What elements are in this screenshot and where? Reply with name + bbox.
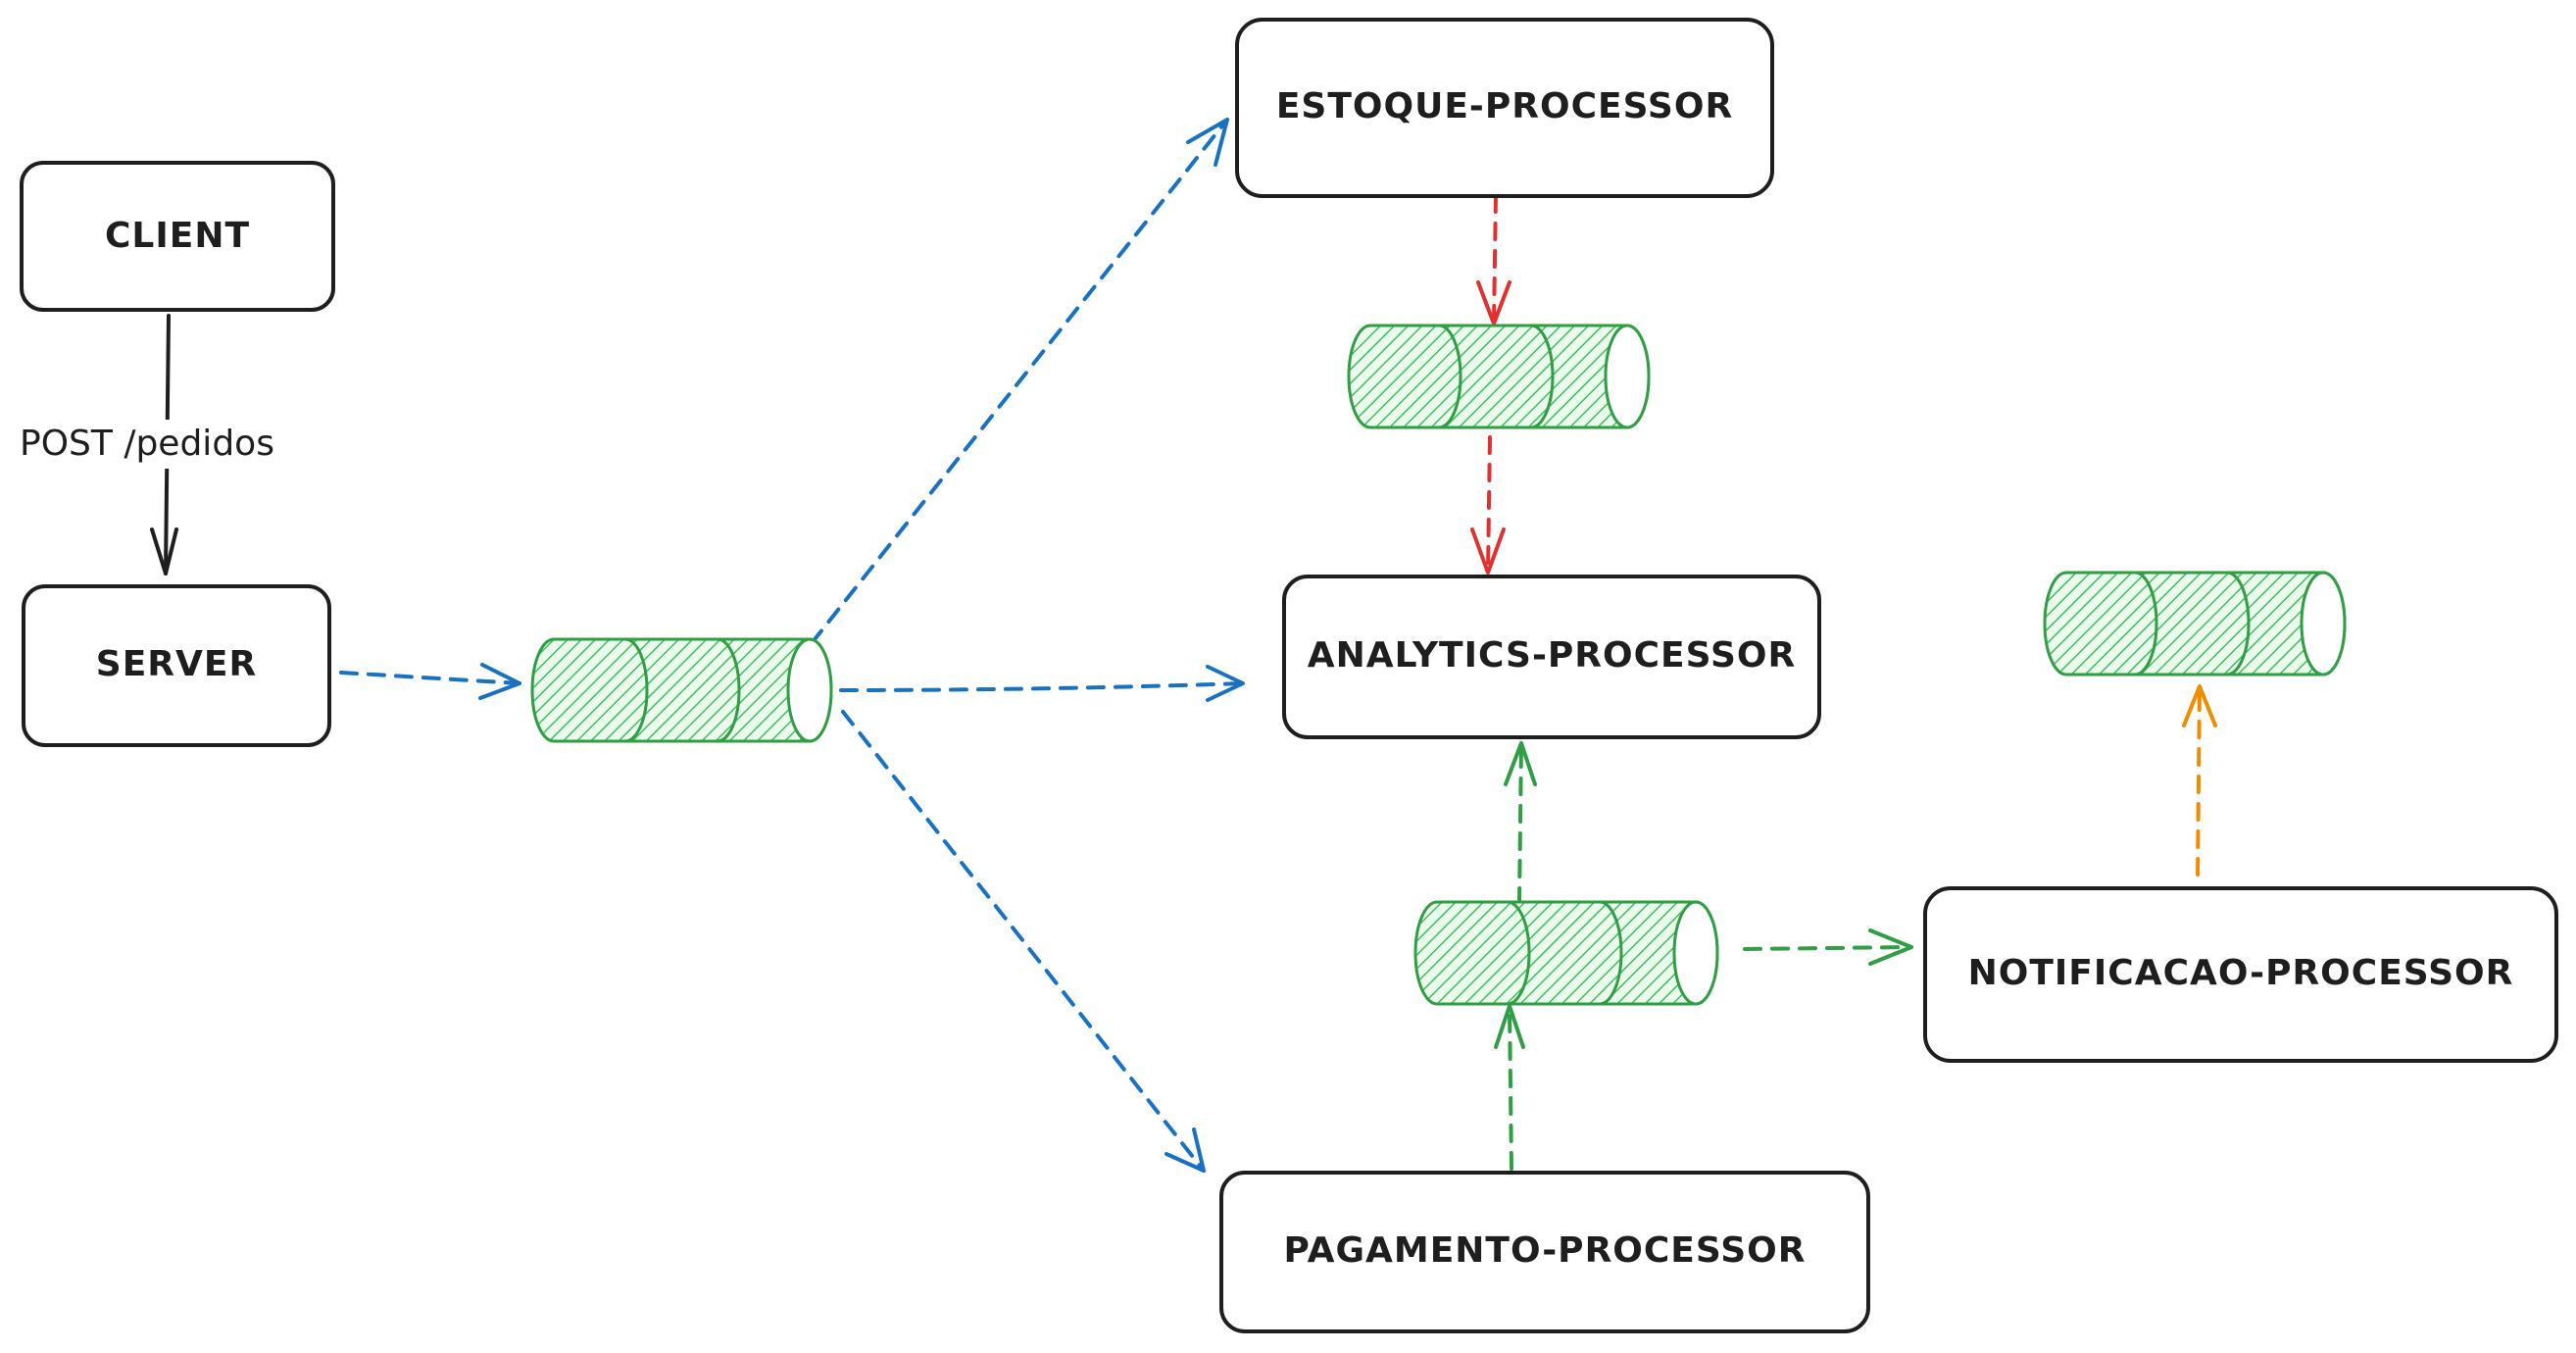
node-pagamento-label: PAGAMENTO-PROCESSOR — [1284, 1230, 1807, 1271]
queue-main — [530, 637, 833, 743]
edge-estoque-to-queue — [1476, 194, 1511, 326]
node-pagamento: PAGAMENTO-PROCESSOR — [1219, 1171, 1870, 1333]
edge-pagamento-queue-to-analytics — [1504, 741, 1537, 906]
node-estoque-label: ESTOQUE-PROCESSOR — [1276, 86, 1733, 126]
edge-pagamento-queue-to-notificacao — [1743, 928, 1913, 966]
edge-estoque-queue-to-analytics — [1470, 435, 1506, 575]
edge-queue-to-estoque — [810, 118, 1229, 645]
queue-pagamento — [1413, 900, 1719, 1006]
edge-pagamento-to-queue — [1494, 1004, 1525, 1171]
node-analytics-label: ANALYTICS-PROCESSOR — [1308, 635, 1796, 676]
node-estoque: ESTOQUE-PROCESSOR — [1235, 18, 1774, 198]
queue-estoque — [1347, 324, 1651, 429]
node-client: CLIENT — [20, 161, 335, 312]
edge-notificacao-to-queue — [2182, 684, 2217, 877]
node-client-label: CLIENT — [105, 216, 250, 256]
edge-queue-to-analytics — [839, 665, 1245, 702]
edge-label-bg — [18, 420, 322, 469]
edge-queue-to-pagamento — [841, 710, 1206, 1173]
node-notificacao-label: NOTIFICACAO-PROCESSOR — [1968, 953, 2514, 993]
node-server: SERVER — [22, 584, 331, 747]
node-analytics: ANALYTICS-PROCESSOR — [1282, 575, 1821, 739]
node-notificacao: NOTIFICACAO-PROCESSOR — [1923, 886, 2558, 1063]
edge-server-to-queue — [339, 663, 521, 700]
edge-label-post-pedidos: POST /pedidos — [20, 424, 274, 464]
node-server-label: SERVER — [96, 644, 257, 684]
queue-notificacao — [2043, 571, 2347, 676]
